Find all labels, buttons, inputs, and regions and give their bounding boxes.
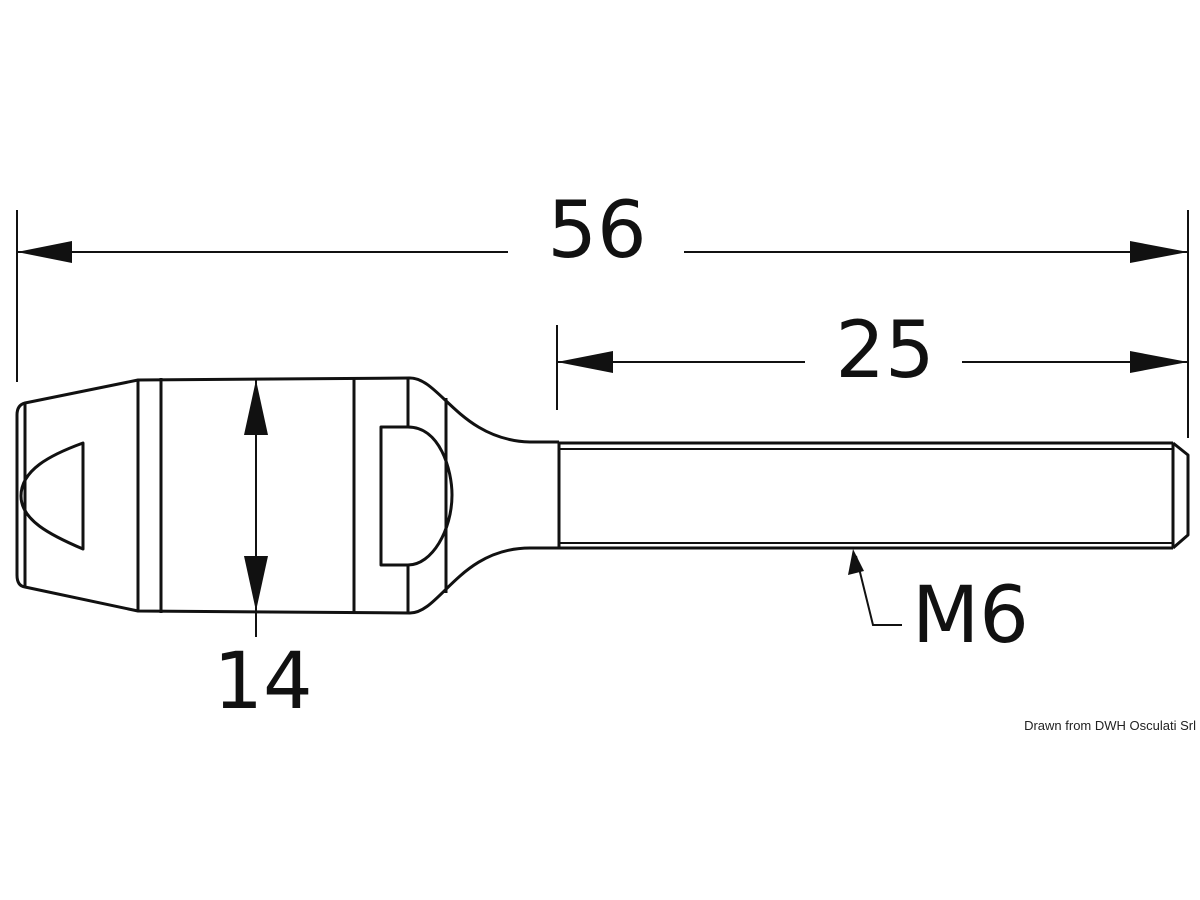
threaded-shaft: [557, 441, 1190, 550]
dimension-thread-length: 25: [556, 306, 1188, 410]
credit-caption: Drawn from DWH Osculati Srl: [1024, 718, 1196, 733]
part-body: [15, 376, 559, 615]
thread-callout: M6: [848, 549, 1029, 661]
dimension-overall: 56: [16, 186, 1189, 438]
arrowhead-down: [244, 556, 268, 611]
dimension-14-label: 14: [213, 637, 312, 727]
arrowhead-left: [17, 241, 72, 263]
dimension-25-label: 25: [835, 306, 934, 396]
arrowhead-right: [1130, 241, 1188, 263]
leader-arrowhead: [848, 549, 864, 575]
thread-size-label: M6: [912, 571, 1029, 661]
arrowhead-left: [557, 351, 613, 373]
cone-window: [19, 441, 85, 551]
slot: [379, 425, 454, 567]
arrowhead-up: [244, 380, 268, 435]
arrowhead-right: [1130, 351, 1188, 373]
dimension-diameter: 14: [213, 380, 313, 727]
dimension-56-label: 56: [547, 186, 646, 276]
